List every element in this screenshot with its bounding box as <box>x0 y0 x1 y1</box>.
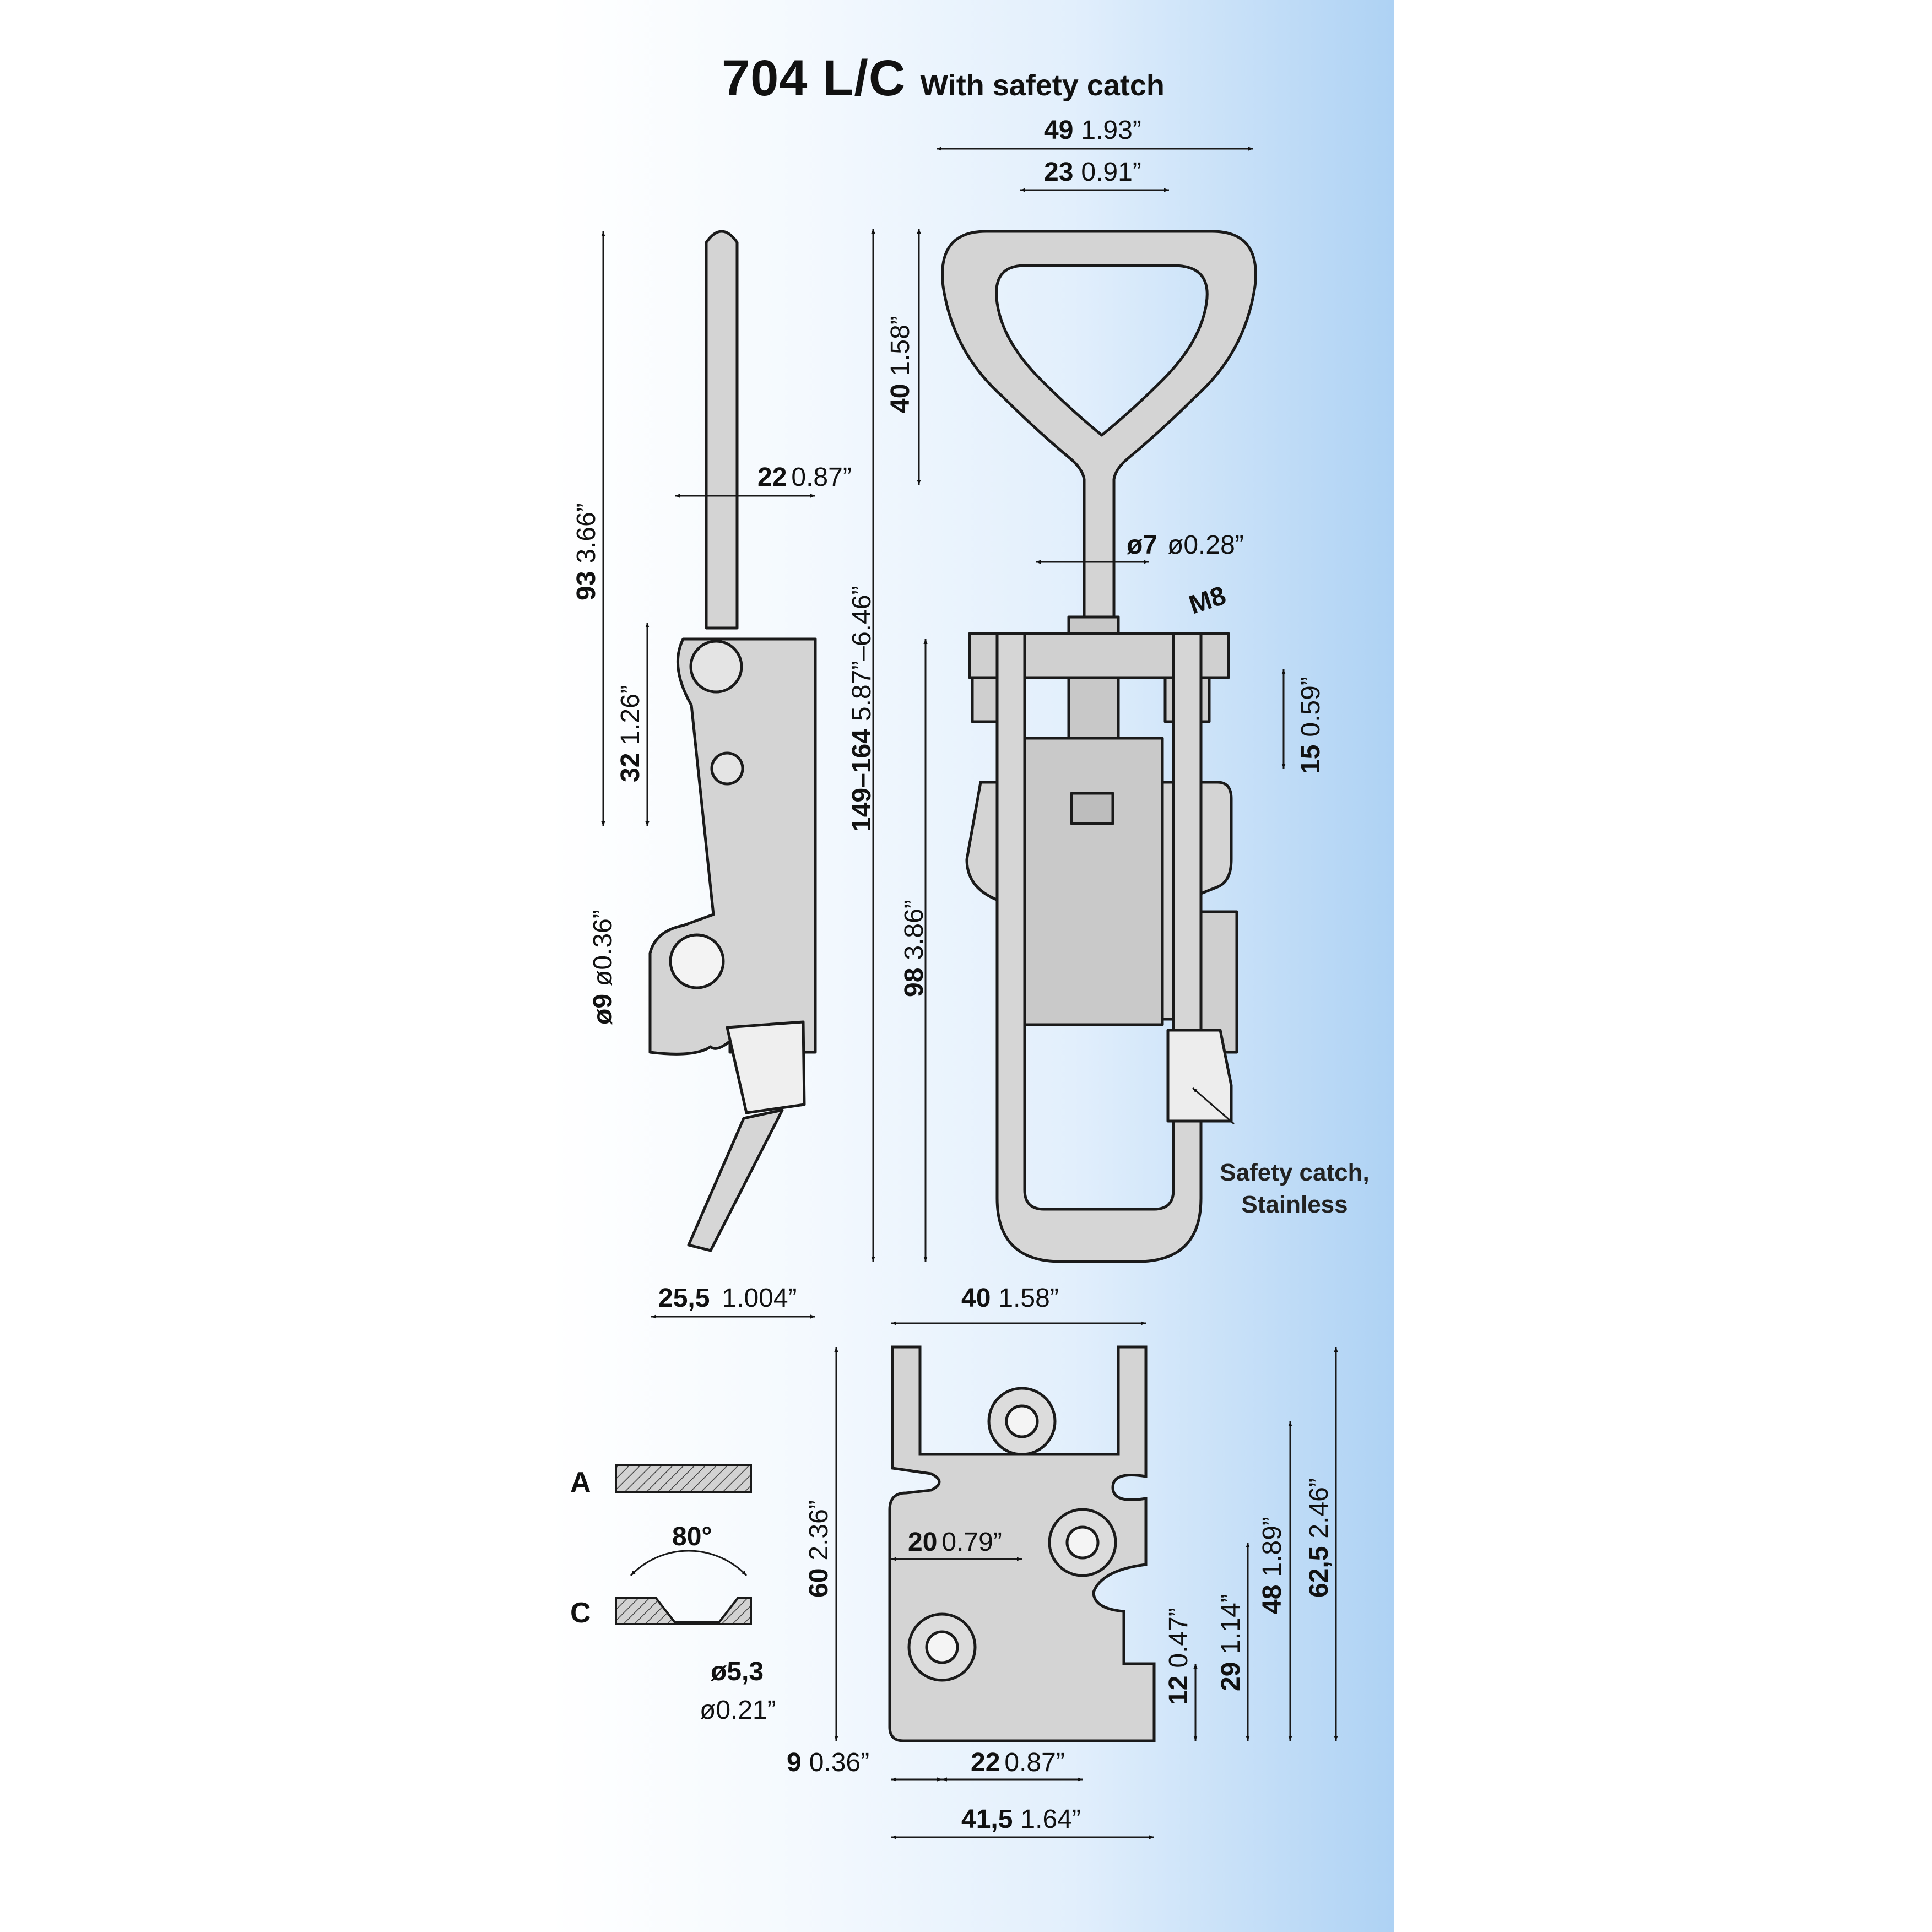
dim-32-inch: 1.26” <box>616 685 645 745</box>
svg-text:149–1645.87”–6.46”: 149–164 5.87”–6.46” <box>847 586 876 832</box>
dim-40-plate-mm: 40 <box>961 1284 991 1313</box>
dim-9-hole-inch: ø0.36” <box>588 910 618 986</box>
svg-text:602.36”: 60 2.36” <box>804 1500 834 1598</box>
callout-line-1: Safety catch, <box>1220 1159 1370 1186</box>
dim-41-mm: 41,5 <box>961 1805 1013 1834</box>
svg-text:321.26”: 32 1.26” <box>616 685 645 782</box>
dim-48-inch: 1.89” <box>1258 1517 1287 1577</box>
svg-text:150.59”: 15 0.59” <box>1296 677 1325 774</box>
dim-93-mm: 93 <box>572 571 601 600</box>
svg-text:401.58”: 40 1.58” <box>886 316 915 413</box>
dim-20-mm: 20 <box>908 1528 937 1557</box>
svg-text:291.14”: 29 1.14” <box>1216 1594 1246 1691</box>
dim-49-mm: 49 <box>1044 116 1073 145</box>
dim-41-inch: 1.64” <box>1020 1805 1080 1834</box>
top-pivot <box>689 640 743 694</box>
dim-98-inch: 3.86” <box>900 900 929 960</box>
dim-62-inch: 2.46” <box>1305 1478 1334 1538</box>
side-view <box>648 230 817 1252</box>
dimension-lines <box>601 147 1338 1839</box>
dim-29-mm: 29 <box>1216 1662 1246 1691</box>
dim-32-mm: 32 <box>616 753 645 782</box>
section-hole-mm: ø5,3 <box>711 1657 764 1686</box>
dim-15-inch: 0.59” <box>1296 677 1325 737</box>
section-c-label: C <box>570 1597 591 1629</box>
dim-40-plate-inch: 1.58” <box>998 1284 1058 1313</box>
svg-text:933.66”: 93 3.66” <box>572 503 601 600</box>
dim-12-inch: 0.47” <box>1164 1608 1193 1668</box>
dim-93-inch: 3.66” <box>572 503 601 563</box>
dim-22-side-mm: 22 <box>757 463 787 492</box>
dim-25-inch: 1.004” <box>722 1284 797 1313</box>
dim-29-inch: 1.14” <box>1216 1594 1246 1654</box>
hook-hole <box>669 933 725 989</box>
front-view <box>941 230 1257 1263</box>
dim-22-plate-inch: 0.87” <box>1004 1748 1064 1777</box>
callout-line-2: Stainless <box>1241 1191 1348 1218</box>
svg-text:220.87”: 220.87” <box>971 1748 1065 1777</box>
dim-60-inch: 2.36” <box>804 1500 834 1560</box>
dim-49-inch: 1.93” <box>1081 116 1141 145</box>
safety-catch-part <box>1166 1029 1233 1123</box>
svg-text:62,52.46”: 62,5 2.46” <box>1305 1478 1334 1598</box>
dim-22-plate-mm: 22 <box>971 1748 1000 1777</box>
dim-22-side-inch: 0.87” <box>791 463 851 492</box>
side-lever <box>648 637 817 1056</box>
dim-149-inch: 5.87”–6.46” <box>847 586 876 722</box>
section-views <box>615 1464 752 1625</box>
svg-text:401.58”: 401.58” <box>961 1284 1059 1313</box>
section-a-label: A <box>570 1466 591 1498</box>
section-a <box>615 1464 752 1493</box>
svg-text:200.79”: 200.79” <box>908 1528 1002 1557</box>
dim-15-mm: 15 <box>1296 745 1325 774</box>
svg-text:230.91”: 23 0.91” <box>1044 158 1141 187</box>
dim-12-mm: 12 <box>1164 1676 1193 1705</box>
side-arm <box>687 1108 784 1252</box>
svg-text:41,51.64”: 41,51.64” <box>961 1805 1081 1834</box>
title-subtitle: With safety catch <box>920 69 1165 102</box>
dim-25-mm: 25,5 <box>658 1284 710 1313</box>
svg-text:220.87”: 220.87” <box>757 463 852 492</box>
u-bolt <box>995 632 1203 1263</box>
page-title: 704 L/C With safety catch <box>722 50 1165 107</box>
dim-9-edge-inch: 0.36” <box>809 1748 869 1777</box>
front-plate <box>1020 737 1164 1026</box>
dim-20-inch: 0.79” <box>941 1528 1002 1557</box>
dim-23-inch: 0.91” <box>1081 158 1141 187</box>
side-handle <box>705 230 739 630</box>
dim-40-loop-inch: 1.58” <box>886 316 915 376</box>
dim-98-mm: 98 <box>900 968 929 997</box>
section-c <box>615 1597 752 1625</box>
dim-9-edge-mm: 9 <box>787 1748 802 1777</box>
dim-48-mm: 48 <box>1258 1585 1287 1614</box>
dim-149-mm: 149–164 <box>847 729 876 832</box>
svg-text:90.36”: 90.36” <box>787 1748 869 1777</box>
dim-7-mm: ø7 <box>1127 531 1157 560</box>
dim-40-loop-mm: 40 <box>886 384 915 413</box>
safety-catch-callout: Safety catch, Stainless <box>1179 1157 1410 1221</box>
svg-text:ø9ø0.36”: ø9 ø0.36” <box>588 910 618 1025</box>
svg-text:491.93”: 49 1.93” <box>1044 116 1141 145</box>
handle-loop <box>941 230 1257 627</box>
nut <box>1070 792 1114 825</box>
dim-9-hole-mm: ø9 <box>588 994 618 1025</box>
svg-text:481.89”: 48 1.89” <box>1258 1517 1287 1614</box>
base-plate-view <box>888 1345 1156 1742</box>
dim-62-mm: 62,5 <box>1305 1546 1334 1598</box>
svg-text:25,51.004”: 25,5 1.004” <box>658 1284 797 1313</box>
section-angle: 80° <box>672 1522 712 1551</box>
svg-text:983.86”: 98 3.86” <box>900 900 929 997</box>
side-catch <box>726 1020 806 1114</box>
mid-pivot <box>710 751 744 786</box>
section-hole-inch: ø0.21” <box>700 1696 776 1725</box>
dim-60-mm: 60 <box>804 1568 834 1598</box>
dim-23-mm: 23 <box>1044 158 1073 187</box>
model-number: 704 L/C <box>722 50 906 106</box>
dim-7-inch: ø0.28” <box>1167 531 1244 560</box>
dim-m8: M8 <box>1186 581 1230 620</box>
svg-text:120.47”: 12 0.47” <box>1164 1608 1193 1705</box>
